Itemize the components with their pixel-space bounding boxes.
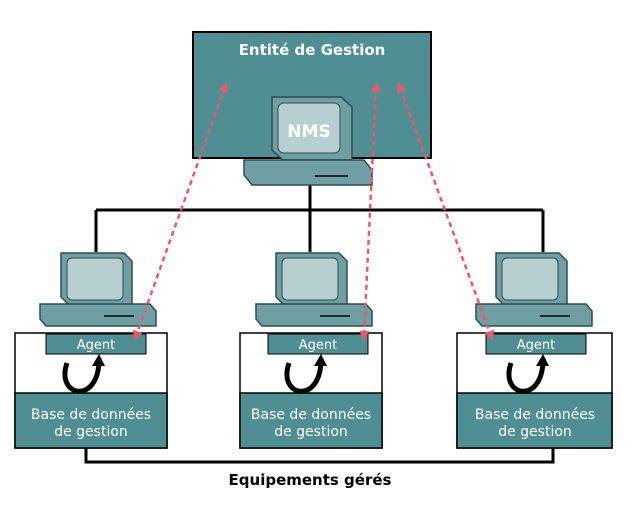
mib-label-line2: de gestion [274,424,348,440]
nms-label: NMS [287,122,330,142]
mib-label-line1: Base de données [475,407,595,423]
mib-label-line1: Base de données [31,407,151,423]
agent-label: Agent [299,338,337,353]
managed-device-2: Agent Base de données de gestion [239,252,383,449]
arrow-nms-agent-2 [359,82,381,341]
snmp-communication-arrows [132,82,494,341]
agent-label: Agent [77,338,115,353]
arrow-nms-agent-1 [132,82,229,341]
management-entity-title: Entité de Gestion [239,41,386,59]
mib-label-line2: de gestion [498,424,572,440]
managed-device-3: Agent Base de données de gestion [456,252,613,449]
nms-computer: NMS [243,96,373,186]
agent-label: Agent [517,338,555,353]
mib-label-line1: Base de données [251,407,371,423]
arrow-nms-agent-3 [397,82,494,341]
managed-devices-caption: Equipements gérés [229,471,392,489]
managed-device-1: Agent Base de données de gestion [14,252,168,449]
mib-label-line2: de gestion [54,424,128,440]
